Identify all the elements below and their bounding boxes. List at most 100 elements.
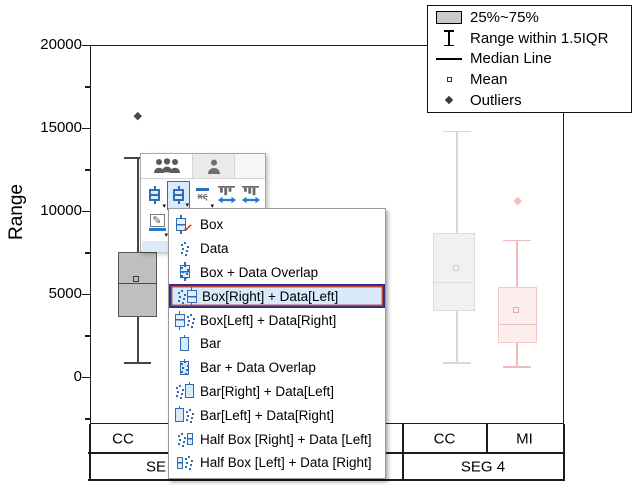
toolbar-icon-row: ▾ ▾ xς▾ — [141, 179, 265, 211]
boxplot-left-whisker-top — [137, 158, 139, 253]
mean-square-icon — [428, 77, 470, 83]
box-swatch-icon — [428, 11, 470, 25]
x-table-left-edge — [89, 424, 91, 481]
boxplot-left-box — [118, 252, 157, 317]
y-minor-tick — [85, 252, 90, 254]
boxplot-left-whisker-top-cap — [124, 157, 151, 159]
data-points-icon — [172, 239, 197, 259]
boxplot-cc-mean-marker — [453, 265, 459, 271]
legend-row: Median Line — [428, 49, 631, 69]
boxplot-cc-median-line — [433, 281, 475, 283]
median-line-icon — [428, 58, 470, 60]
x-label-right-mi: MI — [516, 430, 533, 448]
box-data-display-icon[interactable]: ▾ — [167, 180, 190, 210]
boxplot-mi-whisker-bottom-cap — [503, 366, 531, 368]
menu-item-bar-right-data-left[interactable]: Bar[Right] + Data[Left] — [169, 380, 385, 404]
y-tick-label: 10000 — [40, 202, 82, 219]
menu-item-box-left-data-right[interactable]: Box[Left] + Data[Right] — [169, 308, 385, 332]
histogram-bins-alt-icon[interactable] — [239, 181, 262, 210]
menu-item-data[interactable]: Data — [169, 237, 385, 261]
legend-row: 25%~75% — [428, 8, 631, 28]
bar-data-overlap-icon — [172, 358, 197, 378]
menu-item-halfbox-right-data-left[interactable]: Half Box [Right] + Data [Left] — [169, 427, 385, 451]
x-label-left-seg-partial: SE — [145, 458, 167, 475]
legend-label: Range within 1.5IQR — [470, 29, 609, 47]
menu-item-bar-data-overlap[interactable]: Bar + Data Overlap — [169, 356, 385, 380]
bar-icon — [172, 334, 197, 354]
y-major-tick — [82, 210, 90, 212]
boxplot-mi-box — [498, 287, 537, 343]
boxplot-cc-whisker-top-cap — [443, 130, 471, 132]
legend-label: Median Line — [470, 50, 552, 68]
boxplot-mi-whisker-top — [516, 240, 518, 287]
menu-item-halfbox-left-data-right[interactable]: Half Box [Left] + Data [Right] — [169, 451, 385, 475]
box-data-overlap-icon — [172, 262, 197, 282]
boxplot-cc-box — [433, 233, 475, 311]
boxplot-mi-median-line — [498, 323, 537, 325]
menu-item-bar[interactable]: Bar — [169, 332, 385, 356]
legend-row: Mean — [428, 70, 631, 90]
toolbar-tabs — [141, 154, 265, 179]
outlier-diamond-icon — [428, 96, 470, 105]
box-left-data-right-icon — [172, 310, 197, 330]
y-tick-label: 5000 — [48, 285, 82, 302]
menu-item-bar-left-data-right[interactable]: Bar[Left] + Data[Right] — [169, 403, 385, 427]
tab-group-selected[interactable] — [141, 154, 193, 178]
x-table-bottom-line — [88, 479, 565, 481]
box-icon: ✓ — [172, 215, 197, 236]
y-minor-tick — [85, 86, 90, 88]
y-major-tick — [82, 293, 90, 295]
boxplot-cc-whisker-top — [456, 131, 458, 233]
boxplot-mi-mean-marker — [513, 307, 519, 313]
box-style-dropdown-menu: ✓ Box Data Box + Data Overlap Box[Right]… — [168, 208, 386, 479]
menu-item-box-data-overlap[interactable]: Box + Data Overlap — [169, 261, 385, 285]
pencil-edit-icon[interactable]: ✎ ▾ — [144, 214, 170, 250]
menu-item-box[interactable]: ✓ Box — [169, 213, 385, 237]
y-minor-tick — [85, 335, 90, 337]
histogram-bins-icon[interactable] — [215, 181, 238, 210]
y-tick-label: 0 — [73, 368, 82, 385]
boxplot-left-whisker-bottom-cap — [124, 362, 151, 364]
boxplot-cc-whisker-bottom-cap — [443, 362, 471, 364]
toolbar-partial-row — [142, 241, 169, 252]
boxplot-left-whisker-bottom — [137, 317, 139, 363]
menu-item-box-right-data-left[interactable]: Box[Right] + Data[Left] — [169, 284, 385, 309]
y-tick-label: 20000 — [40, 36, 82, 53]
halfbox-left-data-right-icon — [172, 453, 197, 473]
x-table-right-edge — [563, 424, 565, 481]
tab-strip-filler — [235, 154, 265, 178]
y-axis-title: Range — [6, 184, 27, 240]
legend-label: 25%~75% — [470, 9, 539, 27]
whisker-icon — [428, 30, 470, 47]
data-left-halfbox-right-icon — [172, 429, 197, 449]
boxplot-left-mean-marker — [133, 276, 139, 282]
legend[interactable]: 25%~75% Range within 1.5IQR Median Line … — [427, 5, 632, 113]
x-table-group-divider — [402, 424, 404, 481]
x-label-seg4: SEG 4 — [460, 458, 506, 475]
legend-label: Outliers — [470, 91, 522, 109]
tab-single[interactable] — [193, 154, 235, 178]
boxplot-cc-whisker-bottom — [456, 311, 458, 363]
boxplot-mi-whisker-bottom — [516, 343, 518, 367]
y-major-tick — [82, 127, 90, 129]
y-minor-tick — [85, 169, 90, 171]
y-major-tick — [82, 376, 90, 378]
legend-label: Mean — [470, 71, 508, 89]
legend-row: Range within 1.5IQR — [428, 28, 631, 48]
x-table-cc-mi-divider — [486, 424, 488, 453]
x-label-left-cc: CC — [112, 430, 134, 448]
bar-left-data-right-icon — [172, 405, 197, 425]
data-left-box-right-icon — [174, 286, 199, 306]
y-minor-tick — [85, 418, 90, 420]
x-label-right-cc: CC — [433, 430, 456, 448]
boxplot-mi-whisker-top-cap — [503, 239, 531, 241]
boxplot-left-median-line — [118, 282, 157, 284]
y-major-tick — [82, 44, 90, 46]
statistics-markers-icon[interactable]: xς▾ — [191, 181, 214, 210]
data-left-bar-right-icon — [172, 381, 197, 401]
single-person-icon — [207, 159, 221, 174]
y-tick-label: 15000 — [40, 119, 82, 136]
box-plot-icon[interactable]: ▾ — [143, 181, 166, 210]
group-people-icon — [152, 158, 182, 174]
